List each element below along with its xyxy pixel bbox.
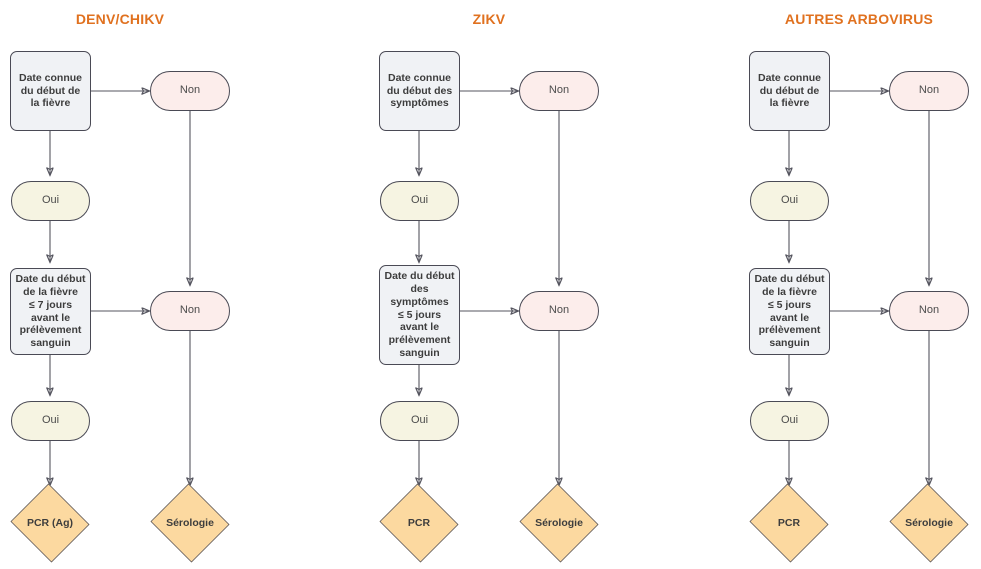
result-node-serology-denv[interactable]: Sérologie [149,483,231,563]
question-node-label: Date du début de la fièvre ≤ 5 jours ava… [754,273,825,350]
question-node-date-known-denv[interactable]: Date connue du début de la fièvre [10,51,91,131]
result-node-pcr-autres[interactable]: PCR [748,483,830,563]
answer-node-yes-2-zikv[interactable]: Oui [380,401,459,441]
question-node-label: Date du début de la fièvre ≤ 7 jours ava… [15,273,86,350]
answer-node-no-2-denv[interactable]: Non [150,291,230,331]
result-node-pcr-denv[interactable]: PCR (Ag) [9,483,91,563]
answer-node-yes-1-denv[interactable]: Oui [11,181,90,221]
result-node-label: PCR [407,516,431,529]
result-node-label: PCR [777,516,801,529]
column-title-denv-chikv: DENV/CHIKV [75,11,165,27]
question-node-label: Date du début des symptômes ≤ 5 jours av… [384,270,455,359]
result-node-label: Sérologie [905,516,953,529]
question-node-date-known-zikv[interactable]: Date connue du début des symptômes [379,51,460,131]
answer-node-yes-1-zikv[interactable]: Oui [380,181,459,221]
question-node-date-known-autres[interactable]: Date connue du début de la fièvre [749,51,830,131]
question-node-label: Date connue du début de la fièvre [757,71,821,110]
question-node-delay-zikv[interactable]: Date du début des symptômes ≤ 5 jours av… [379,265,460,365]
column-title-autres-arbovirus: AUTRES ARBOVIRUS [784,11,934,27]
answer-node-yes-2-denv[interactable]: Oui [11,401,90,441]
question-node-delay-autres[interactable]: Date du début de la fièvre ≤ 5 jours ava… [749,268,830,355]
result-node-label: PCR (Ag) [26,516,74,529]
answer-node-no-2-zikv[interactable]: Non [519,291,599,331]
answer-node-yes-1-autres[interactable]: Oui [750,181,829,221]
question-node-label: Date connue du début de la fièvre [18,71,82,110]
result-node-serology-zikv[interactable]: Sérologie [518,483,600,563]
answer-node-yes-2-autres[interactable]: Oui [750,401,829,441]
answer-node-no-1-zikv[interactable]: Non [519,71,599,111]
result-node-pcr-zikv[interactable]: PCR [378,483,460,563]
result-node-serology-autres[interactable]: Sérologie [888,483,970,563]
answer-node-no-1-denv[interactable]: Non [150,71,230,111]
question-node-label: Date connue du début des symptômes [386,71,453,110]
answer-node-no-2-autres[interactable]: Non [889,291,969,331]
column-title-zikv: ZIKV [472,11,506,27]
result-node-label: Sérologie [166,516,214,529]
answer-node-no-1-autres[interactable]: Non [889,71,969,111]
result-node-label: Sérologie [535,516,583,529]
question-node-delay-denv[interactable]: Date du début de la fièvre ≤ 7 jours ava… [10,268,91,355]
